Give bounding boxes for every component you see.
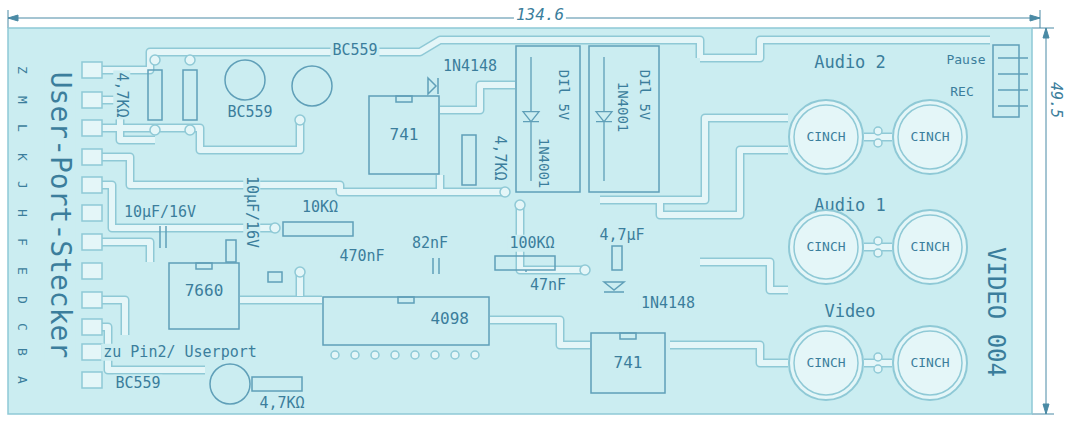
- resistor-value: 4,7KΩ: [114, 70, 131, 119]
- transistor-type: BC559: [225, 104, 274, 121]
- capacitor-value: 470nF: [337, 248, 386, 265]
- pin-letter: Z: [15, 64, 29, 76]
- capacitor-value: 47nF: [528, 277, 568, 294]
- connector-title: User-Port-Stecker: [45, 70, 76, 361]
- jack-label: CINCH: [910, 240, 949, 254]
- diode-type: 1N4001: [535, 138, 550, 189]
- jack-group-label: Audio 2: [812, 53, 888, 72]
- capacitor-value: 10µF/16V: [122, 204, 198, 221]
- relay-type: DIl 5V: [636, 70, 651, 121]
- dimension-lines: [8, 10, 1054, 414]
- relay-package: DIl 5V 1N4001: [588, 45, 660, 193]
- pin-name: Pause: [944, 53, 987, 67]
- traces: [100, 40, 990, 370]
- resistor-value: 100KΩ: [507, 235, 556, 252]
- pin-letter: F: [15, 236, 29, 248]
- resistor-value: 4,7KΩ: [257, 395, 306, 412]
- pin-letter: B: [15, 346, 29, 358]
- capacitor-value: 82nF: [410, 235, 450, 252]
- relay-type: DIl 5V: [555, 70, 570, 121]
- board-title: VIDEO 004: [983, 245, 1009, 379]
- pin-letter: K: [15, 151, 29, 163]
- pin-letter: A: [15, 374, 29, 386]
- pin-letter: J: [15, 179, 29, 191]
- pin-letter: E: [15, 265, 29, 277]
- dimension-label: 134.6: [514, 6, 566, 24]
- dimension-label: 49.5: [1048, 80, 1065, 120]
- jack-group-label: Video: [822, 302, 877, 321]
- cinch-jack: CINCH: [892, 99, 968, 175]
- trace-outlines: [100, 40, 990, 370]
- ic-type: 741: [390, 126, 419, 144]
- ic-package: 4098: [322, 296, 490, 346]
- wiring-note: zu Pin2/ Userport: [101, 344, 259, 361]
- cinch-jack: CINCH: [892, 209, 968, 285]
- resistor-value: 10KΩ: [300, 199, 340, 216]
- diode-type: 1N4001: [614, 82, 629, 133]
- pin-letter: M: [15, 94, 29, 106]
- cinch-jack: CINCH: [788, 209, 864, 285]
- pin-letter: L: [15, 122, 29, 134]
- pin-letter: H: [15, 207, 29, 219]
- capacitor-value: 10µF/16V: [244, 174, 261, 250]
- relay-package: DIl 5V 1N4001: [515, 45, 581, 193]
- pin-letter: C: [15, 321, 29, 333]
- jack-label: CINCH: [806, 240, 845, 254]
- jack-label: CINCH: [910, 130, 949, 144]
- resistor-value: 4,7KΩ: [492, 133, 509, 182]
- cinch-jack: CINCH: [788, 325, 864, 401]
- edge-connector-pads: [82, 62, 102, 388]
- transistor-type: BC559: [113, 375, 162, 392]
- diode-type: 1N4148: [639, 295, 697, 312]
- pin-header: [993, 45, 1028, 117]
- jack-label: CINCH: [806, 130, 845, 144]
- ic-package: 7660: [168, 262, 240, 330]
- transistor-type: BC559: [330, 42, 379, 59]
- jack-label: CINCH: [910, 356, 949, 370]
- diode-type: 1N4148: [441, 58, 499, 75]
- cinch-jack: CINCH: [892, 325, 968, 401]
- ic-package: 741: [368, 95, 440, 175]
- jack-label: CINCH: [806, 356, 845, 370]
- pin-name: REC: [948, 85, 975, 99]
- board: [8, 28, 1032, 414]
- capacitor-value: 4,7µF: [597, 227, 646, 244]
- ic-type: 7660: [185, 282, 224, 300]
- pin-letter: D: [15, 294, 29, 306]
- ic-package: 741: [590, 332, 666, 394]
- cinch-jack: CINCH: [788, 99, 864, 175]
- ic-type: 741: [614, 354, 643, 372]
- ic-type: 4098: [430, 310, 469, 328]
